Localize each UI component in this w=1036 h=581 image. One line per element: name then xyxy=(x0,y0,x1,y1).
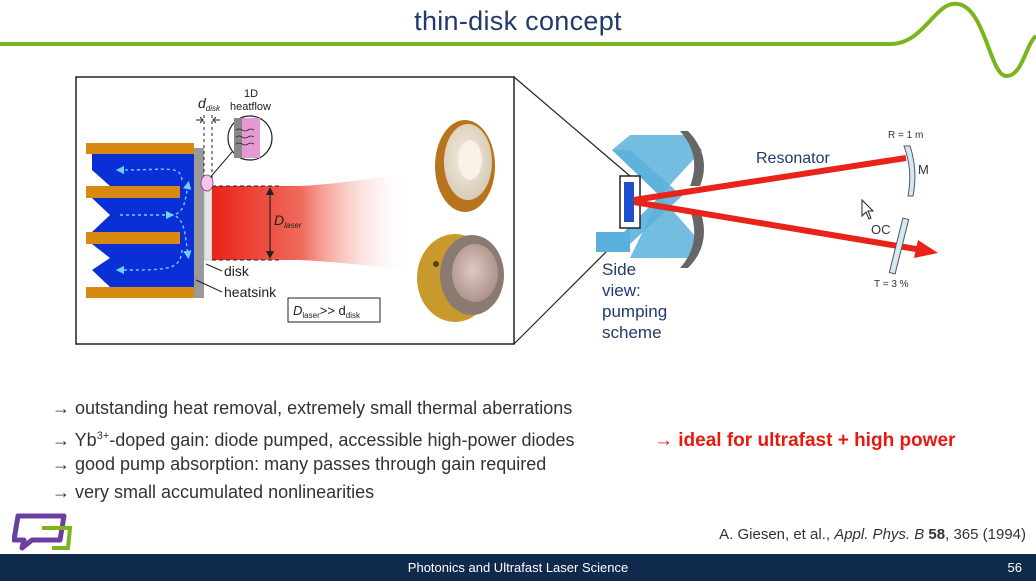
d-laser-label: Dlaser xyxy=(274,212,302,230)
bullet-list: → outstanding heat removal, extremely sm… xyxy=(52,394,575,506)
bullet-item: → good pump absorption: many passes thro… xyxy=(52,454,547,474)
output-arrowhead xyxy=(914,240,938,258)
cooling-water-channels xyxy=(92,154,194,287)
radius-label: R = 1 m xyxy=(888,130,923,141)
logo-icon xyxy=(12,513,73,551)
oc-label: OC xyxy=(871,222,891,237)
relation-text: Dlaser>> ddisk xyxy=(293,303,361,320)
slide-title: thin-disk concept xyxy=(414,6,622,36)
disk-layer xyxy=(203,185,213,261)
thin-disk-diagram: Dlaser ddisk 1D heatflow disk heatsink D… xyxy=(75,76,938,345)
bullet-item: → outstanding heat removal, extremely sm… xyxy=(52,398,573,418)
side-view-line-3: pumping xyxy=(602,302,667,321)
bullet-item: → very small accumulated nonlinearities xyxy=(52,482,375,502)
highlight-conclusion: → ideal for ultrafast + high power xyxy=(654,430,956,451)
heatflow-label-line2: heatflow xyxy=(230,101,271,113)
d-disk-label: ddisk xyxy=(198,95,221,113)
side-view-line-2: view: xyxy=(602,281,641,300)
water-flow-arrows xyxy=(115,165,192,275)
thin-disk-photo xyxy=(435,120,495,212)
resonator-label: Resonator xyxy=(756,150,830,167)
disk-label: disk xyxy=(224,263,250,279)
relation-box xyxy=(287,297,381,323)
disk-crystal xyxy=(624,182,634,222)
laser-beam-to-oc xyxy=(633,199,923,253)
output-coupler xyxy=(888,217,910,275)
laser-beam xyxy=(212,174,410,270)
citation: A. Giesen, et al., Appl. Phys. B 58, 365… xyxy=(719,526,1026,543)
heatflow-source-marker xyxy=(200,174,214,192)
side-view-line-1: Side xyxy=(602,260,636,279)
side-view-line-4: scheme xyxy=(602,323,662,342)
laser-beam-to-mirror xyxy=(633,155,907,203)
mirror-label: M xyxy=(918,162,929,177)
footer-text: Photonics and Ultrafast Laser Science xyxy=(407,560,629,575)
header-wave-decoration xyxy=(0,1,1036,78)
bullet-item: → Yb3+-doped gain: diode pumped, accessi… xyxy=(52,430,575,450)
footer-bar: Photonics and Ultrafast Laser Science 56 xyxy=(0,554,1036,581)
mouse-cursor-icon xyxy=(861,198,875,220)
transmission-label: T = 3 % xyxy=(874,279,909,290)
heatsink-label: heatsink xyxy=(224,284,277,300)
heatflow-label-line1: 1D xyxy=(244,88,258,100)
pump-mirror-top xyxy=(680,131,704,186)
curved-mirror-m xyxy=(903,145,916,197)
zoom-line-top xyxy=(513,76,631,177)
pump-mirror-bottom xyxy=(680,210,704,268)
heatsink-layer xyxy=(194,148,204,298)
mounted-disk-photo xyxy=(417,234,504,322)
page-number: 56 xyxy=(1007,560,1022,575)
